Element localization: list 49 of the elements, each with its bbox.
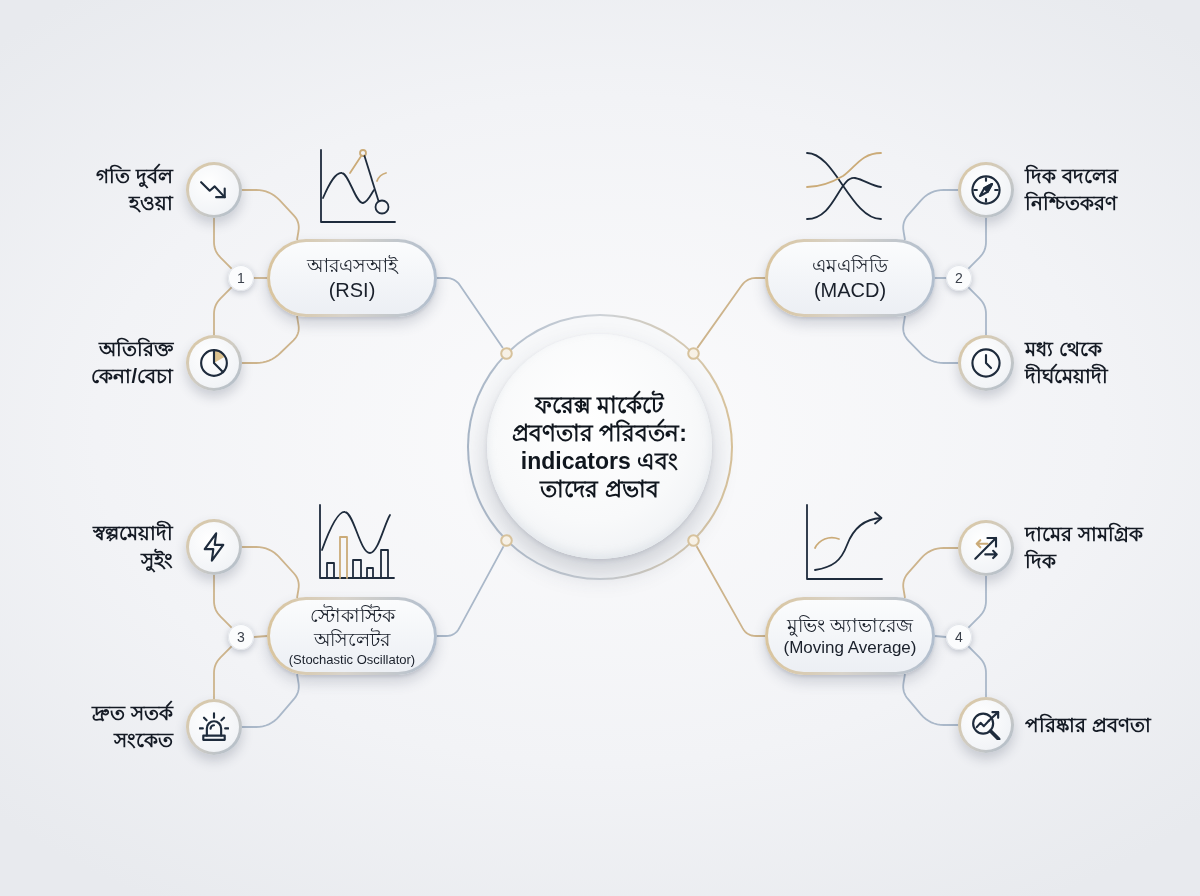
connector-line [967,575,987,629]
connector-line [934,277,947,279]
connector-line [253,635,268,638]
node-caption: দিক বদলের নিশ্চিতকরণ [1025,163,1119,216]
indicator-english-name: (MACD) [813,278,887,302]
indicator-name: এমএসিডি [811,254,889,278]
connector-line [436,545,505,637]
connector-line [902,189,959,241]
step-number: 4 [954,629,964,645]
connector-line [967,645,987,698]
node-caption: পরিষ্কার প্রবণতা [1025,712,1152,738]
connector-line [241,189,300,241]
connector-line [241,673,300,728]
connector-line [253,277,268,279]
indicator-name: আরএসআই [306,254,398,278]
indicator-english-name: (Stochastic Oscillator) [288,652,416,668]
indicator-english-name: (Moving Average) [783,637,917,659]
number-badge [228,624,254,650]
connector-line [436,277,504,349]
connector-line [213,574,233,629]
connector-line [213,645,233,700]
step-number: 1 [236,270,246,286]
node-caption: স্বল্পমেয়াদী সুইং [92,520,173,574]
node-caption: গতি দুর্বল হওয়া [95,163,173,216]
step-number: 2 [954,270,964,286]
topic-title: ফরেক্স মার্কেটে প্রবণতার পরিবর্তন: indicators এবং তাদের প্রভাব [511,390,688,503]
number-badge [946,624,972,650]
connector-line [241,315,300,364]
connector-line [967,217,987,270]
indicator-name: স্টোকাস্টিক অসিলেটর [309,604,395,653]
connector-line [213,286,233,336]
node-caption: দামের সামগ্রিক দিক [1025,521,1144,574]
connector-line [902,315,959,364]
connector-line [213,217,233,270]
indicator-name: মুভিং অ্যাভারেজ [786,613,914,638]
number-badge [228,265,254,291]
indicator-english-name: (RSI) [328,278,376,302]
connector-line [902,547,959,599]
node-caption: অতিরিক্ত কেনা/বেচা [90,336,173,389]
connector-line [967,286,987,336]
connector-line [902,673,959,726]
number-badge [946,265,972,291]
step-number: 3 [236,629,246,645]
connector-line [934,635,947,638]
connector-line [696,277,766,350]
connector-line [695,545,766,637]
connector-line [241,546,300,599]
node-caption: দ্রুত সতর্ক সংকেত [91,700,173,753]
node-caption: মধ্য থেকে দীর্ঘমেয়াদী [1025,337,1109,389]
